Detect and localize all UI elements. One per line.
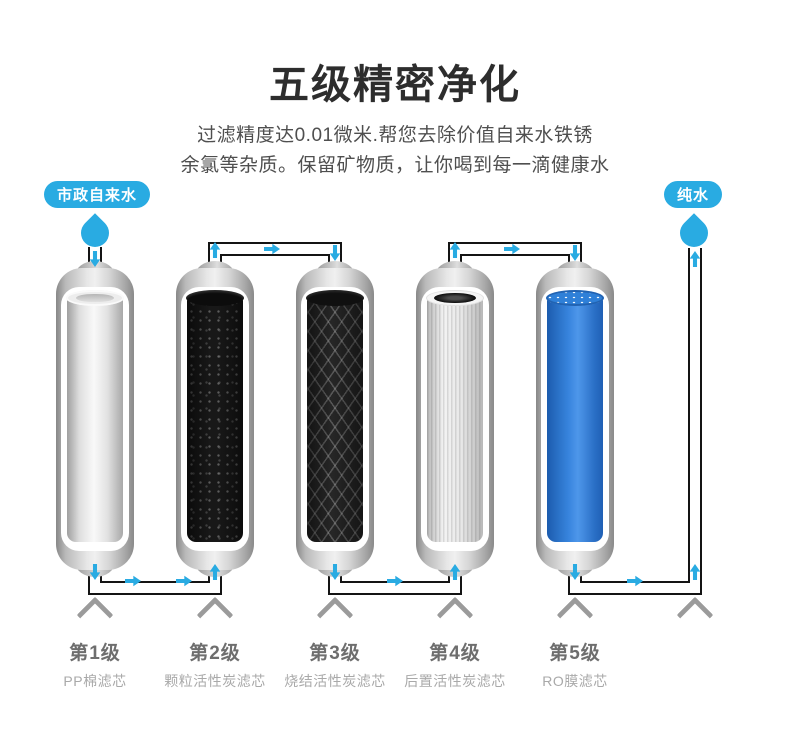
media-top-face	[66, 290, 124, 306]
stage-name: RO膜滤芯	[542, 673, 608, 689]
media-top-face	[186, 290, 244, 306]
water-drop-outlet-icon	[674, 213, 714, 253]
post-carbon-media	[426, 290, 484, 542]
stage-title: 第4级	[429, 643, 481, 664]
chevron-up-icon	[316, 596, 354, 634]
outlet-pipe	[688, 248, 702, 566]
filter-cartridge-stage3	[296, 261, 374, 577]
housing-window	[421, 287, 489, 551]
stage-title: 第2级	[189, 643, 241, 664]
inlet-badge-label: 市政自来水	[57, 187, 138, 204]
stage-title: 第5级	[549, 643, 601, 664]
outlet-badge-label: 纯水	[677, 187, 710, 204]
flow-arrow-right-icon	[176, 575, 192, 587]
subtitle-line-2: 余氯等杂质。保留矿物质，让你喝到每一滴健康水	[180, 155, 610, 176]
stage-label-2: 第2级 颗粒活性炭滤芯	[140, 638, 290, 691]
flow-arrow-right-icon	[125, 575, 141, 587]
filter-cartridge-stage1	[56, 261, 134, 577]
stage-name: 颗粒活性炭滤芯	[164, 673, 266, 689]
chevron-up-icon	[436, 596, 474, 634]
sintered-carbon-media	[306, 290, 364, 542]
filter-cartridge-stage5	[536, 261, 614, 577]
stage-name: 后置活性炭滤芯	[404, 673, 506, 689]
stage-name: PP棉滤芯	[63, 673, 127, 689]
chevron-up-icon	[76, 596, 114, 634]
stage-title: 第1级	[69, 643, 121, 664]
housing-window	[61, 287, 129, 551]
stage-label-3: 第3级 烧结活性炭滤芯	[260, 638, 410, 691]
media-top-face	[426, 290, 484, 306]
inlet-badge: 市政自来水	[44, 181, 151, 208]
chevron-up-icon	[556, 596, 594, 634]
flow-arrow-right-icon	[627, 575, 643, 587]
flow-arrow-right-icon	[504, 243, 520, 255]
flow-arrow-right-icon	[264, 243, 280, 255]
chevron-up-icon	[676, 596, 714, 634]
media-top-face	[306, 290, 364, 306]
stage-label-4: 第4级 后置活性炭滤芯	[380, 638, 530, 691]
flow-arrow-right-icon	[387, 575, 403, 587]
media-top-face	[546, 290, 604, 306]
stage-label-5: 第5级 RO膜滤芯	[500, 638, 650, 691]
housing-window	[301, 287, 369, 551]
chevron-up-icon	[196, 596, 234, 634]
pp-cotton-media	[66, 290, 124, 542]
stage-title: 第3级	[309, 643, 361, 664]
ro-membrane-media	[546, 290, 604, 542]
media-core-hole	[76, 293, 114, 303]
housing-window	[181, 287, 249, 551]
granular-carbon-media	[186, 290, 244, 542]
page-subtitle: 过滤精度达0.01微米.帮您去除价值自来水铁锈 余氯等杂质。保留矿物质，让你喝到…	[0, 121, 790, 181]
subtitle-line-1: 过滤精度达0.01微米.帮您去除价值自来水铁锈	[197, 125, 593, 146]
media-core-ring	[434, 292, 476, 304]
stage-name: 烧结活性炭滤芯	[284, 673, 386, 689]
filter-cartridge-stage2	[176, 261, 254, 577]
stage-label-1: 第1级 PP棉滤芯	[20, 638, 170, 691]
outlet-badge: 纯水	[664, 181, 723, 208]
page-title: 五级精密净化	[269, 63, 521, 107]
filter-cartridge-stage4	[416, 261, 494, 577]
housing-window	[541, 287, 609, 551]
